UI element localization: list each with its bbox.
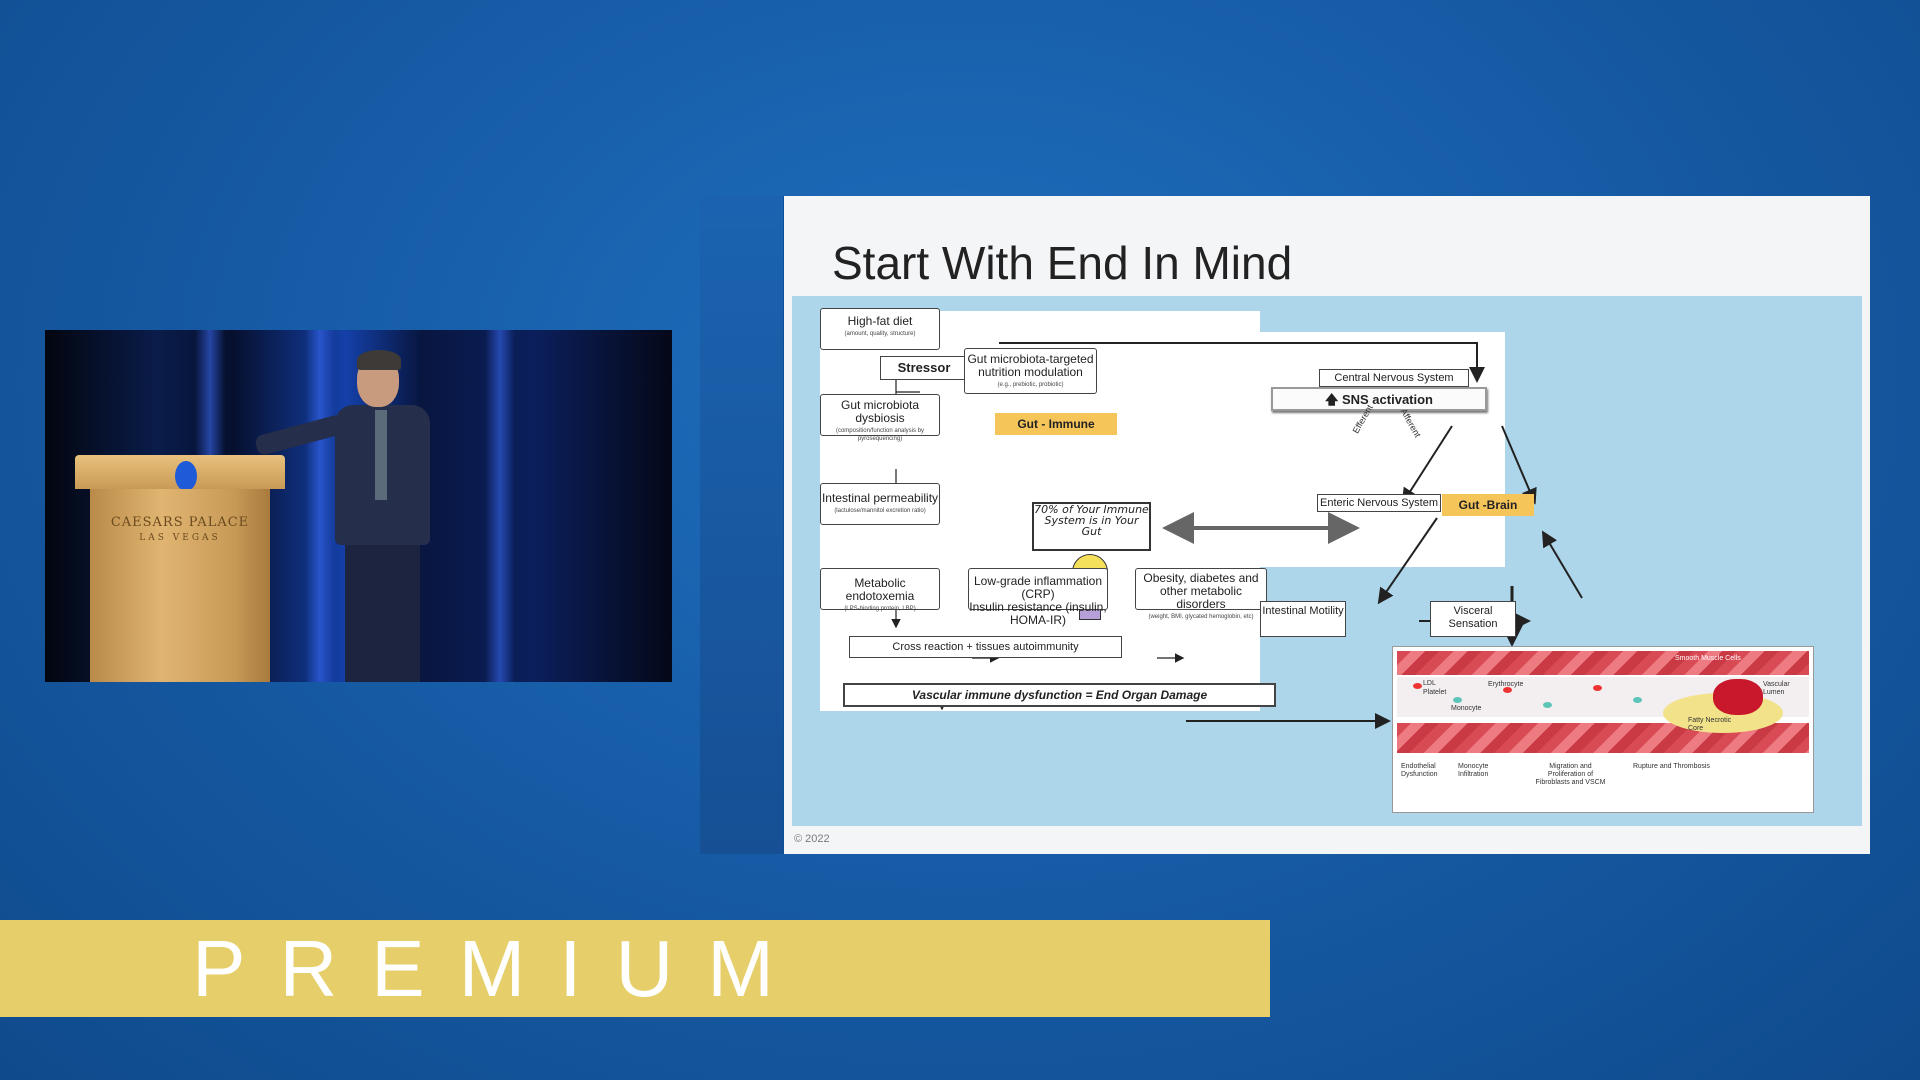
plaque-label-ldl: LDL: [1423, 680, 1436, 687]
podium-logo: CAESARS PALACE: [110, 515, 250, 530]
box-intestinal-motility: Intestinal Motility: [1260, 601, 1346, 637]
box-sns-activation: 🡅 SNS activation: [1271, 387, 1487, 411]
plaque-label-platelet: Platelet: [1423, 689, 1447, 696]
box-central-nervous-system: Central Nervous System: [1319, 369, 1469, 387]
plaque-label-monocyte: Monocyte: [1451, 705, 1482, 712]
plaque-label-smooth-muscle: Smooth Muscle Cells: [1675, 655, 1741, 662]
stage-light: [485, 330, 515, 682]
box-stressor: Stressor: [880, 356, 968, 380]
box-obesity: Obesity, diabetes and other metabolic di…: [1135, 568, 1267, 620]
microphone-icon: [175, 461, 197, 491]
plaque-label-monocyte-infiltration: Monocyte Infiltration: [1458, 763, 1489, 778]
diagram-arrows: [891, 342, 1583, 729]
presenter: [253, 350, 465, 682]
thrombus: [1713, 679, 1763, 715]
box-gut-dysbiosis: Gut microbiota dysbiosis (composition/fu…: [820, 394, 940, 442]
platelet-cell: [1633, 697, 1642, 703]
box-cross-reaction: Cross reaction + tissues autoimmunity: [849, 636, 1122, 658]
erythrocyte-cell: [1503, 687, 1512, 693]
podium-logo-subtitle: LAS VEGAS: [139, 533, 221, 543]
erythrocyte-cell: [1413, 683, 1422, 689]
immune-sign-board: 70% of Your Immune System is in Your Gut: [1032, 502, 1151, 551]
label-gut-brain: Gut -Brain: [1442, 494, 1534, 516]
erythrocyte-cell: [1593, 685, 1602, 691]
box-low-grade-inflammation: Low-grade inflammation (CRP) Insulin res…: [968, 568, 1108, 627]
box-intestinal-permeability: Intestinal permeability (lactulose/manni…: [820, 483, 940, 525]
plaque-label-fatty-core: Fatty Necrotic Core: [1688, 717, 1732, 732]
gut-diagram: High-fat diet (amount, quality, structur…: [792, 296, 1862, 826]
atherosclerosis-illustration: Smooth Muscle Cells Vascular Lumen LDL P…: [1392, 646, 1814, 813]
platelet-cell: [1543, 702, 1552, 708]
premium-banner-text: PREMIUM: [192, 924, 808, 1013]
box-enteric-nervous-system: Enteric Nervous System: [1317, 494, 1441, 512]
premium-banner: PREMIUM: [0, 920, 1270, 1017]
plaque-label-erythrocyte: Erythrocyte: [1488, 681, 1524, 688]
plaque-label-rupture: Rupture and Thrombosis: [1633, 763, 1710, 770]
podium: CAESARS PALACE LAS VEGAS: [75, 455, 285, 682]
slide-title: Start With End In Mind: [832, 237, 1293, 289]
slide-copyright: © 2022: [794, 833, 830, 845]
arrow-up-icon: 🡅: [1324, 392, 1342, 407]
plaque-label-endothelial: Endothelial Dysfunction: [1401, 763, 1438, 778]
box-metabolic-endotoxemia: Metabolic endotoxemia (LPS-binding prote…: [820, 568, 940, 612]
platelet-cell: [1453, 697, 1462, 703]
vessel-wall-top: [1397, 651, 1809, 675]
speaker-video: CAESARS PALACE LAS VEGAS: [45, 330, 672, 682]
label-gut-immune: Gut - Immune: [995, 413, 1117, 435]
stage-light: [305, 330, 335, 682]
box-gut-microbiota-targeted: Gut microbiota-targeted nutrition modula…: [964, 348, 1097, 394]
box-visceral-sensation: Visceral Sensation: [1430, 601, 1516, 637]
box-high-fat-diet: High-fat diet (amount, quality, structur…: [820, 308, 940, 350]
box-vascular-dysfunction: Vascular immune dysfunction = End Organ …: [843, 683, 1276, 707]
plaque-label-migration: Migration and Proliferation of Fibroblas…: [1535, 763, 1606, 786]
plaque-label-lumen: Vascular Lumen: [1763, 681, 1790, 696]
presentation-slide: Start With End In Mind: [784, 196, 1870, 854]
